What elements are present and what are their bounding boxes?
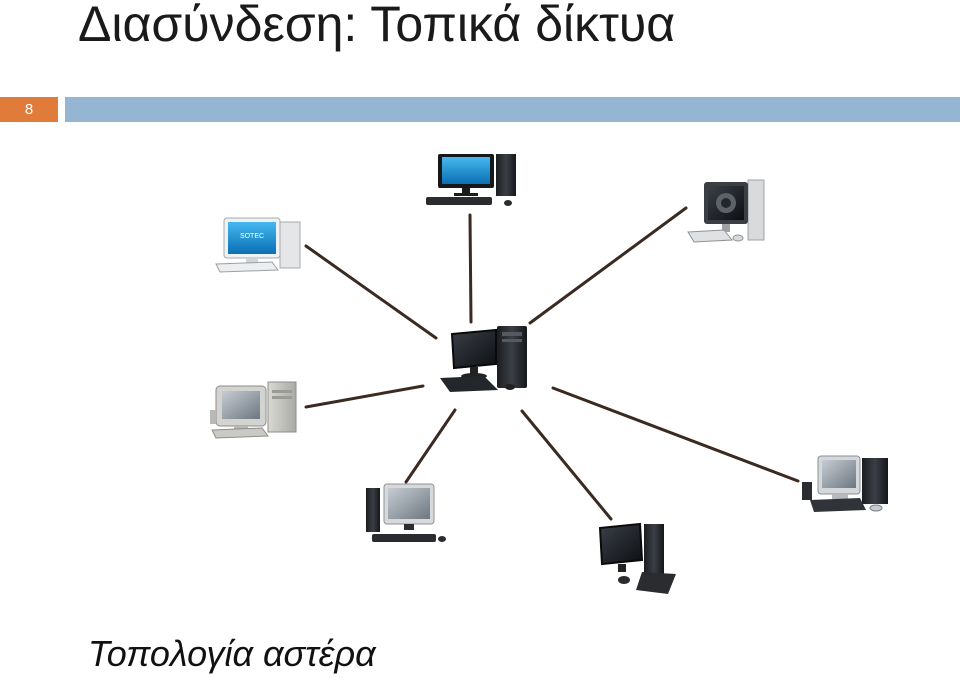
sotec-brand-label: SOTEC bbox=[240, 233, 264, 240]
desktop-computer-icon bbox=[426, 154, 516, 206]
slide-title: Διασύνδεση: Τοπικά δίκτυα bbox=[78, 0, 676, 52]
node-lower-left bbox=[366, 483, 446, 542]
desktop-computer-icon bbox=[440, 326, 527, 392]
link-right bbox=[551, 386, 800, 483]
node-upper-left: SOTEC bbox=[215, 217, 301, 273]
link-top bbox=[468, 213, 473, 324]
network-links bbox=[304, 206, 800, 521]
link-upper-left bbox=[304, 244, 438, 340]
slide-number-badge bbox=[0, 97, 58, 122]
desktop-computer-icon bbox=[366, 483, 446, 542]
node-bottom bbox=[598, 522, 676, 594]
link-bottom bbox=[520, 409, 613, 521]
desktop-computer-icon bbox=[598, 522, 676, 594]
node-left bbox=[210, 381, 297, 439]
node-top bbox=[426, 154, 516, 206]
all-in-one-computer-icon: SOTEC bbox=[215, 217, 301, 273]
diagram-caption: Τοπολογία αστέρα bbox=[88, 633, 376, 674]
header-bar bbox=[65, 97, 960, 122]
slide-number: 8 bbox=[24, 101, 34, 118]
crt-computer-icon bbox=[802, 455, 888, 512]
link-top-right bbox=[528, 206, 688, 325]
desktop-computer-icon bbox=[687, 179, 765, 243]
crt-computer-icon bbox=[210, 381, 297, 439]
link-left bbox=[304, 384, 425, 409]
hub-computer bbox=[440, 326, 527, 392]
node-right bbox=[802, 455, 888, 512]
link-lower-left bbox=[404, 408, 457, 484]
node-top-right bbox=[687, 179, 765, 243]
